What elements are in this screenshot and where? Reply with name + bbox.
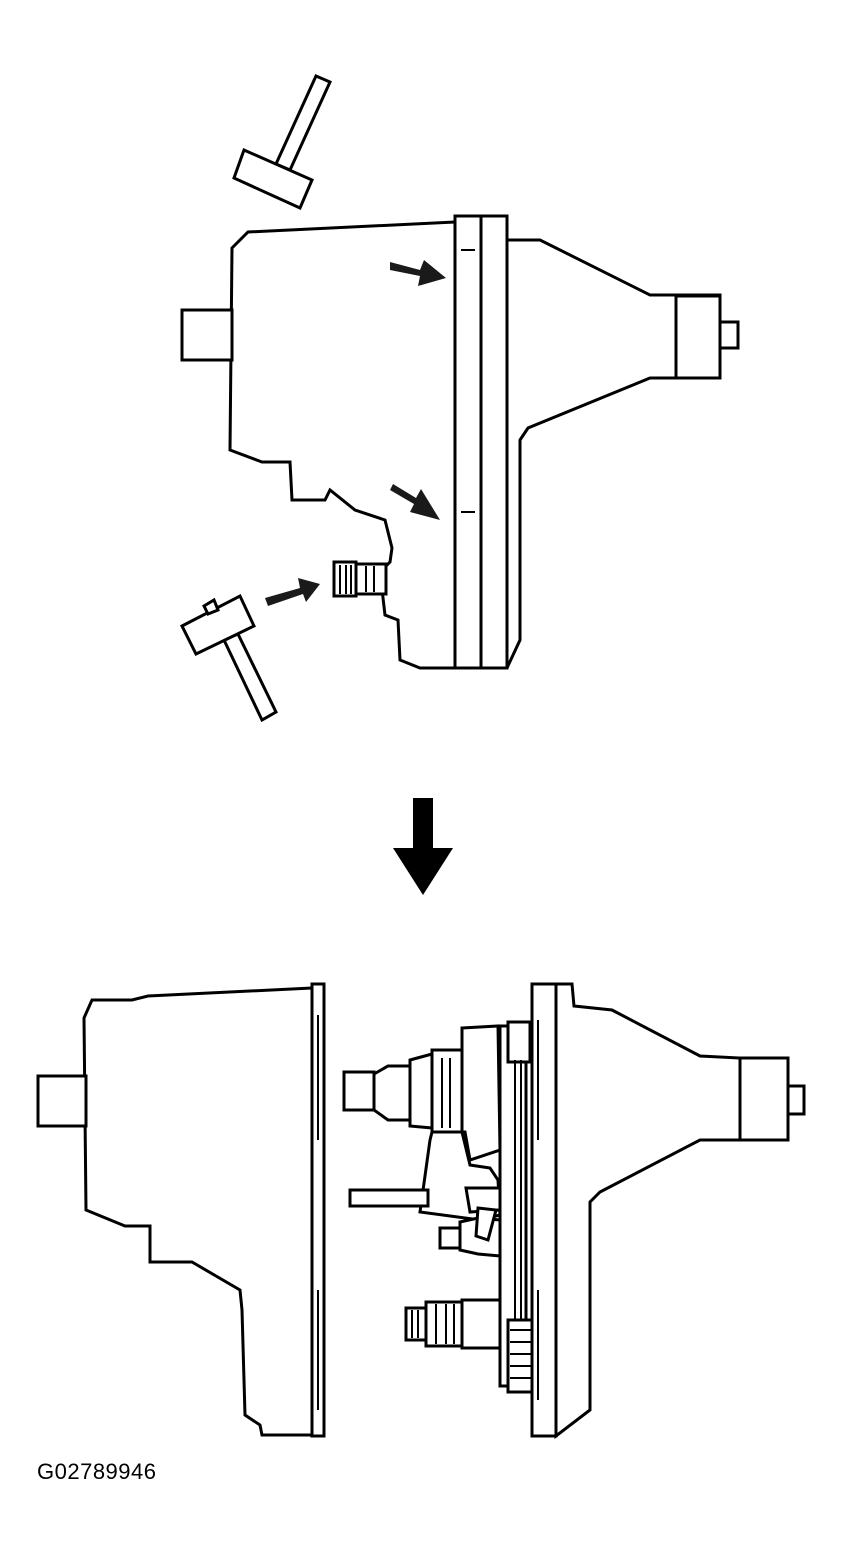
coupling-end <box>342 1070 376 1112</box>
input-shaft-top <box>180 308 234 362</box>
left-gasket-plate <box>310 982 326 1438</box>
hammer-icon <box>232 74 332 210</box>
gear-teeth <box>506 1318 536 1394</box>
hammer-icon <box>179 593 278 723</box>
right-housing-section <box>530 982 806 1440</box>
arrow-down-icon <box>393 798 453 895</box>
right-housing-top <box>505 222 722 669</box>
output-stub-top <box>718 320 740 350</box>
flange-plate-top-right <box>479 214 509 670</box>
splined-shaft-top <box>332 560 388 598</box>
left-housing-top <box>228 220 457 670</box>
impact-arrow-left <box>265 578 320 606</box>
output-flange-top <box>674 294 722 380</box>
flange-plate-top-left <box>453 214 483 670</box>
output-flange-bottom <box>738 1056 790 1142</box>
assembled-unit <box>180 214 740 670</box>
counter-shaft <box>348 1188 430 1208</box>
input-shaft-bottom <box>36 1074 88 1128</box>
impact-arrow-lower <box>390 484 440 520</box>
left-housing-section <box>36 982 326 1438</box>
impact-arrow-upper <box>390 260 446 286</box>
figure-id-label: G02789946 <box>37 1459 157 1484</box>
output-stub-bottom <box>786 1084 806 1116</box>
right-flange-plate <box>530 982 558 1438</box>
splined-shaft-bottom <box>404 1298 502 1350</box>
gear-train <box>342 1020 536 1394</box>
